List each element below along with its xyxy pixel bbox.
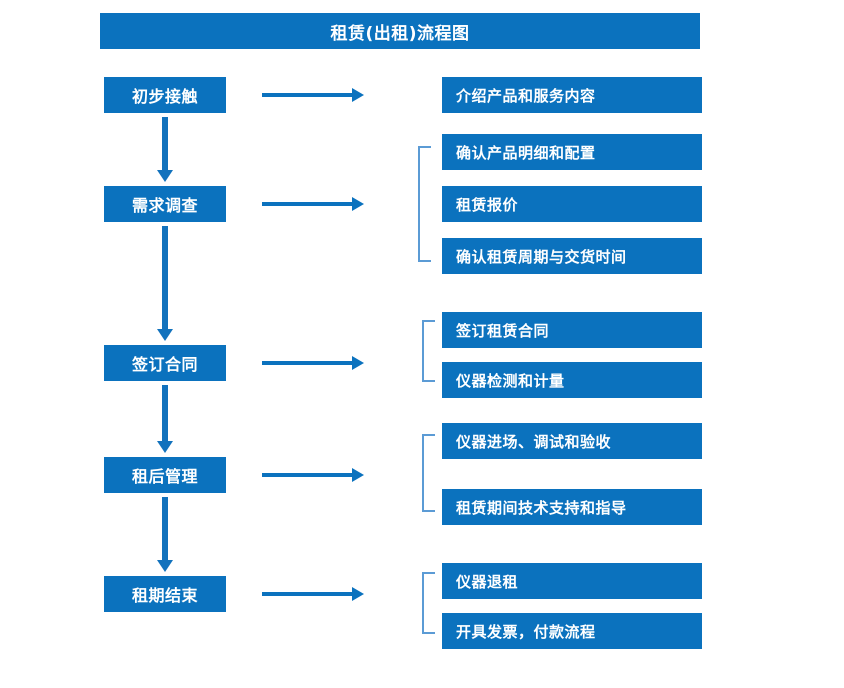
detail-box-10[interactable]: 开具发票，付款流程 bbox=[442, 613, 702, 649]
horizontal-arrow-stage3 bbox=[262, 356, 364, 370]
arrow-shaft bbox=[262, 473, 354, 477]
vertical-arrow-stage3-to-stage4 bbox=[157, 385, 173, 453]
page-title: 租赁(出租)流程图 bbox=[100, 13, 700, 49]
detail-box-6[interactable]: 仪器检测和计量 bbox=[442, 362, 702, 398]
arrow-shaft bbox=[162, 226, 168, 330]
arrow-shaft bbox=[262, 361, 354, 365]
group-bracket-requirements bbox=[418, 146, 431, 262]
arrow-head bbox=[157, 329, 173, 341]
stage-box-4[interactable]: 租后管理 bbox=[104, 457, 226, 493]
arrow-shaft bbox=[162, 385, 168, 442]
vertical-arrow-stage1-to-stage2 bbox=[157, 117, 173, 182]
detail-box-2[interactable]: 确认产品明细和配置 bbox=[442, 134, 702, 170]
arrow-shaft bbox=[162, 117, 168, 171]
arrow-head bbox=[352, 197, 364, 211]
stage-box-1[interactable]: 初步接触 bbox=[104, 77, 226, 113]
arrow-head bbox=[157, 560, 173, 572]
horizontal-arrow-stage4 bbox=[262, 468, 364, 482]
horizontal-arrow-stage1 bbox=[262, 88, 364, 102]
arrow-head bbox=[352, 587, 364, 601]
stage-box-3[interactable]: 签订合同 bbox=[104, 345, 226, 381]
stage-box-2[interactable]: 需求调查 bbox=[104, 186, 226, 222]
detail-box-1[interactable]: 介绍产品和服务内容 bbox=[442, 77, 702, 113]
detail-box-4[interactable]: 确认租赁周期与交货时间 bbox=[442, 238, 702, 274]
group-bracket-post-rental bbox=[422, 434, 435, 512]
arrow-shaft bbox=[262, 592, 354, 596]
detail-box-9[interactable]: 仪器退租 bbox=[442, 563, 702, 599]
detail-box-7[interactable]: 仪器进场、调试和验收 bbox=[442, 423, 702, 459]
arrow-shaft bbox=[262, 93, 354, 97]
detail-box-5[interactable]: 签订租赁合同 bbox=[442, 312, 702, 348]
arrow-head bbox=[352, 468, 364, 482]
arrow-shaft bbox=[162, 497, 168, 561]
horizontal-arrow-stage2 bbox=[262, 197, 364, 211]
stage-box-5[interactable]: 租期结束 bbox=[104, 576, 226, 612]
vertical-arrow-stage4-to-stage5 bbox=[157, 497, 173, 572]
group-bracket-contract bbox=[422, 320, 435, 382]
horizontal-arrow-stage5 bbox=[262, 587, 364, 601]
arrow-shaft bbox=[262, 202, 354, 206]
arrow-head bbox=[352, 356, 364, 370]
arrow-head bbox=[157, 441, 173, 453]
detail-box-3[interactable]: 租赁报价 bbox=[442, 186, 702, 222]
detail-box-8[interactable]: 租赁期间技术支持和指导 bbox=[442, 489, 702, 525]
arrow-head bbox=[352, 88, 364, 102]
vertical-arrow-stage2-to-stage3 bbox=[157, 226, 173, 341]
arrow-head bbox=[157, 170, 173, 182]
group-bracket-rental-end bbox=[422, 572, 435, 634]
